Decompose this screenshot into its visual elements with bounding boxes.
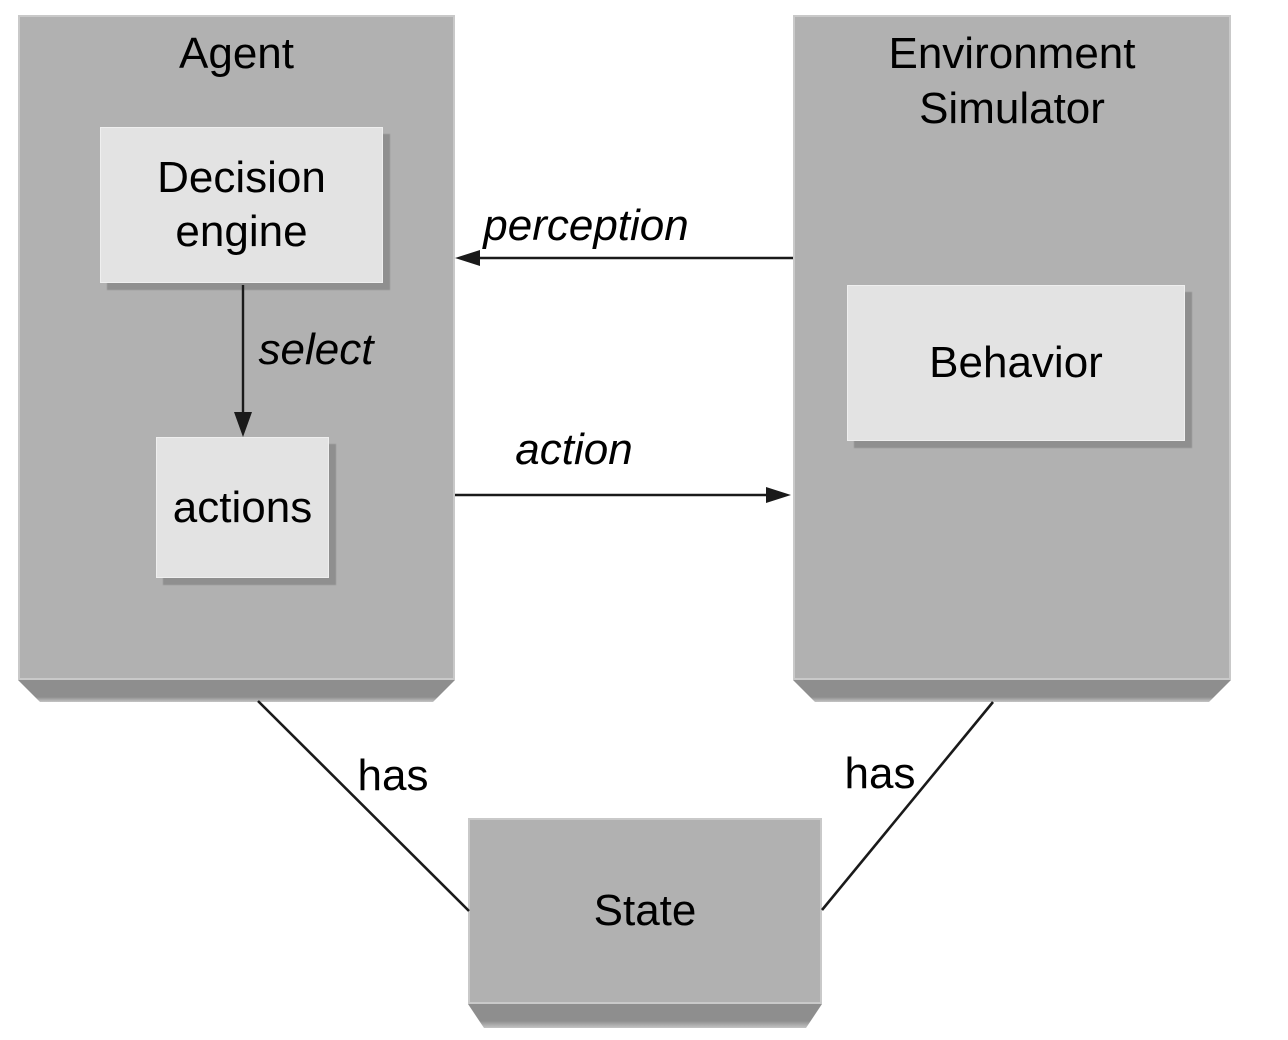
has-left-connector <box>257 700 470 912</box>
decision-engine-label-line1: Decision <box>157 153 326 202</box>
environment-title-line2: Simulator <box>919 84 1105 133</box>
has-left-label: has <box>357 751 429 800</box>
decision-engine-node: Decision engine <box>100 127 383 283</box>
state-label: State <box>593 886 697 935</box>
actions-label: actions <box>172 482 313 532</box>
environment-title: Environment Simulator <box>793 26 1231 136</box>
perception-label: perception <box>483 201 689 250</box>
decision-engine-label-line2: engine <box>175 207 308 256</box>
has-right-connector <box>820 701 995 911</box>
action-label: action <box>515 425 633 474</box>
has-right-label: has <box>844 749 916 798</box>
environment-title-line1: Environment <box>888 29 1136 78</box>
agent-title-text: Agent <box>179 29 294 78</box>
agent-container-bevel <box>18 680 455 702</box>
environment-container-bevel <box>793 680 1231 702</box>
perception-arrow <box>455 250 793 266</box>
action-arrow <box>455 487 791 503</box>
state-node-bevel <box>468 1004 822 1028</box>
agent-container-box <box>18 15 455 680</box>
actions-node: actions <box>156 437 329 578</box>
agent-title: Agent <box>18 26 455 81</box>
select-label: select <box>258 325 374 374</box>
behavior-node: Behavior <box>847 285 1185 441</box>
behavior-label: Behavior <box>929 338 1103 387</box>
state-node: State <box>468 818 822 1004</box>
